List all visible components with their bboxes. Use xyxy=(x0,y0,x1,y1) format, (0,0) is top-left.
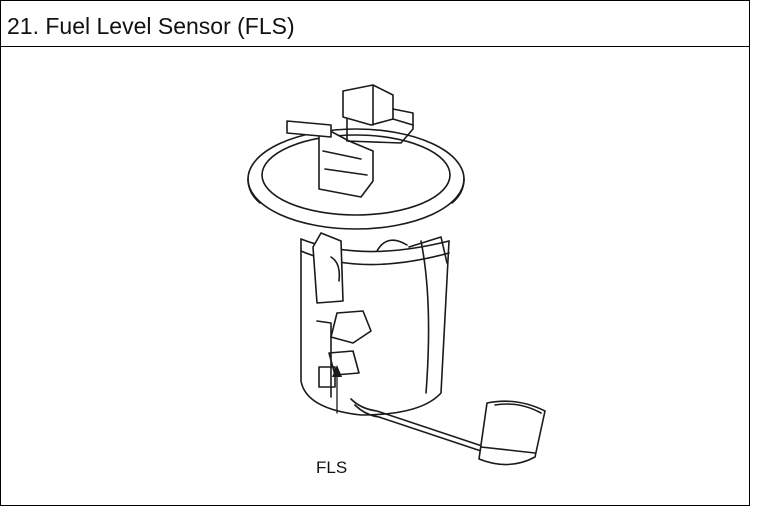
section-header: 21. Fuel Level Sensor (FLS) xyxy=(1,1,749,47)
section-title: 21. Fuel Level Sensor (FLS) xyxy=(7,13,295,39)
document-frame: 21. Fuel Level Sensor (FLS) xyxy=(0,0,750,506)
fuel-pump-illustration xyxy=(247,84,546,466)
fls-callout-label: FLS xyxy=(316,458,348,477)
float-arm xyxy=(350,398,486,448)
figure-area: FLS xyxy=(1,47,749,505)
